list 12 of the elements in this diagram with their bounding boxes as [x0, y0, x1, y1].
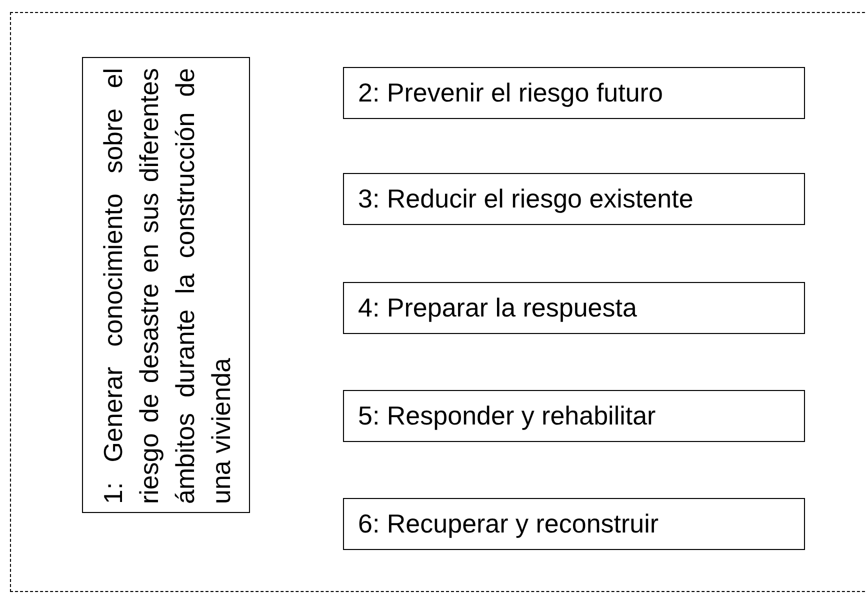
step-text: 4: Preparar la respuesta: [358, 292, 637, 324]
step-text: 2: Prevenir el riesgo futuro: [358, 78, 663, 108]
step-box: [343, 67, 805, 119]
step-box: [343, 173, 805, 225]
step-box: [343, 282, 805, 334]
step-box: [343, 390, 805, 442]
step-box: [343, 498, 805, 550]
step-text: 3: Reducir el riesgo existente: [358, 184, 694, 214]
step-text: 5: Responder y rehabilitar: [358, 400, 656, 432]
step-text: 1: Generar conocimiento sobre el riesgo de desastre en sus diferentes ámbitos durante la construcción de una vivienda: [97, 68, 237, 504]
step-box: [82, 57, 250, 513]
step-text: 6: Recuperar y reconstruir: [358, 508, 659, 540]
